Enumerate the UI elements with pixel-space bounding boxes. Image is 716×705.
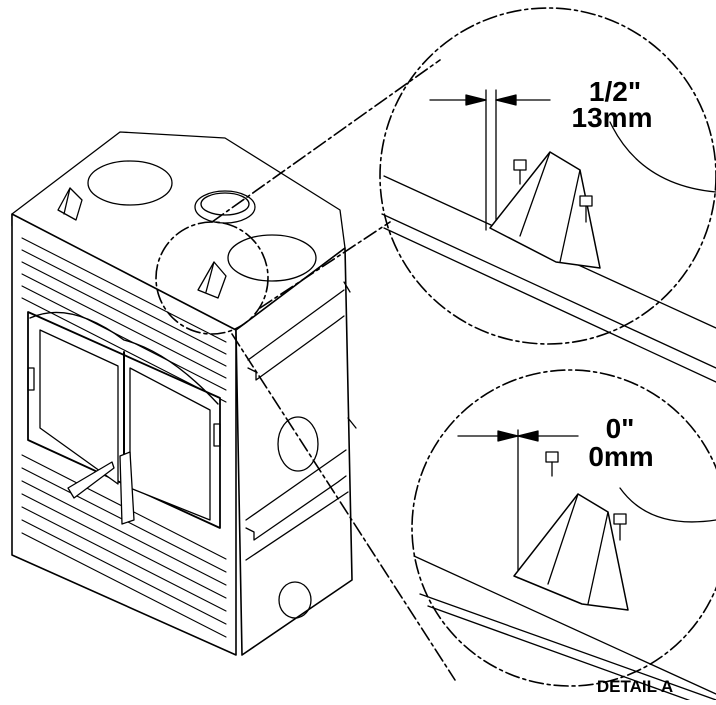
detail-circle-top [379, 7, 716, 345]
flue-opening-left [87, 160, 173, 206]
standoff-bracket-detail-bottom [513, 493, 629, 611]
dimension-label-imperial-bottom: 0" [605, 413, 635, 444]
door-glass-left [39, 329, 119, 485]
screw-icon [545, 451, 559, 477]
detail-callouts [155, 7, 716, 687]
screw-icon [613, 513, 627, 541]
screw-icon [579, 195, 593, 223]
detail-caption: DETAIL A [596, 677, 674, 696]
dimension-label-imperial-top: 1/2" [588, 76, 642, 107]
dimension-label-metric-bottom: 0mm [588, 441, 654, 472]
detail-bottom [413, 429, 716, 705]
flue-opening-right [227, 234, 317, 282]
detail-top [381, 89, 716, 383]
screw-icon [513, 159, 527, 185]
upper-louvers [21, 237, 227, 403]
detail-circle-bottom [411, 369, 716, 687]
fireplace-unit [11, 131, 357, 656]
side-knockout-lower [278, 581, 312, 619]
side-knockout-upper [277, 416, 319, 472]
standoff-bracket-mid [197, 261, 227, 299]
door-glass-right [129, 367, 211, 521]
door-handle-right [119, 451, 135, 525]
door-handle-left [67, 461, 115, 499]
dimension-label-metric-top: 13mm [571, 102, 653, 133]
standoff-bracket-detail-top [489, 151, 601, 269]
